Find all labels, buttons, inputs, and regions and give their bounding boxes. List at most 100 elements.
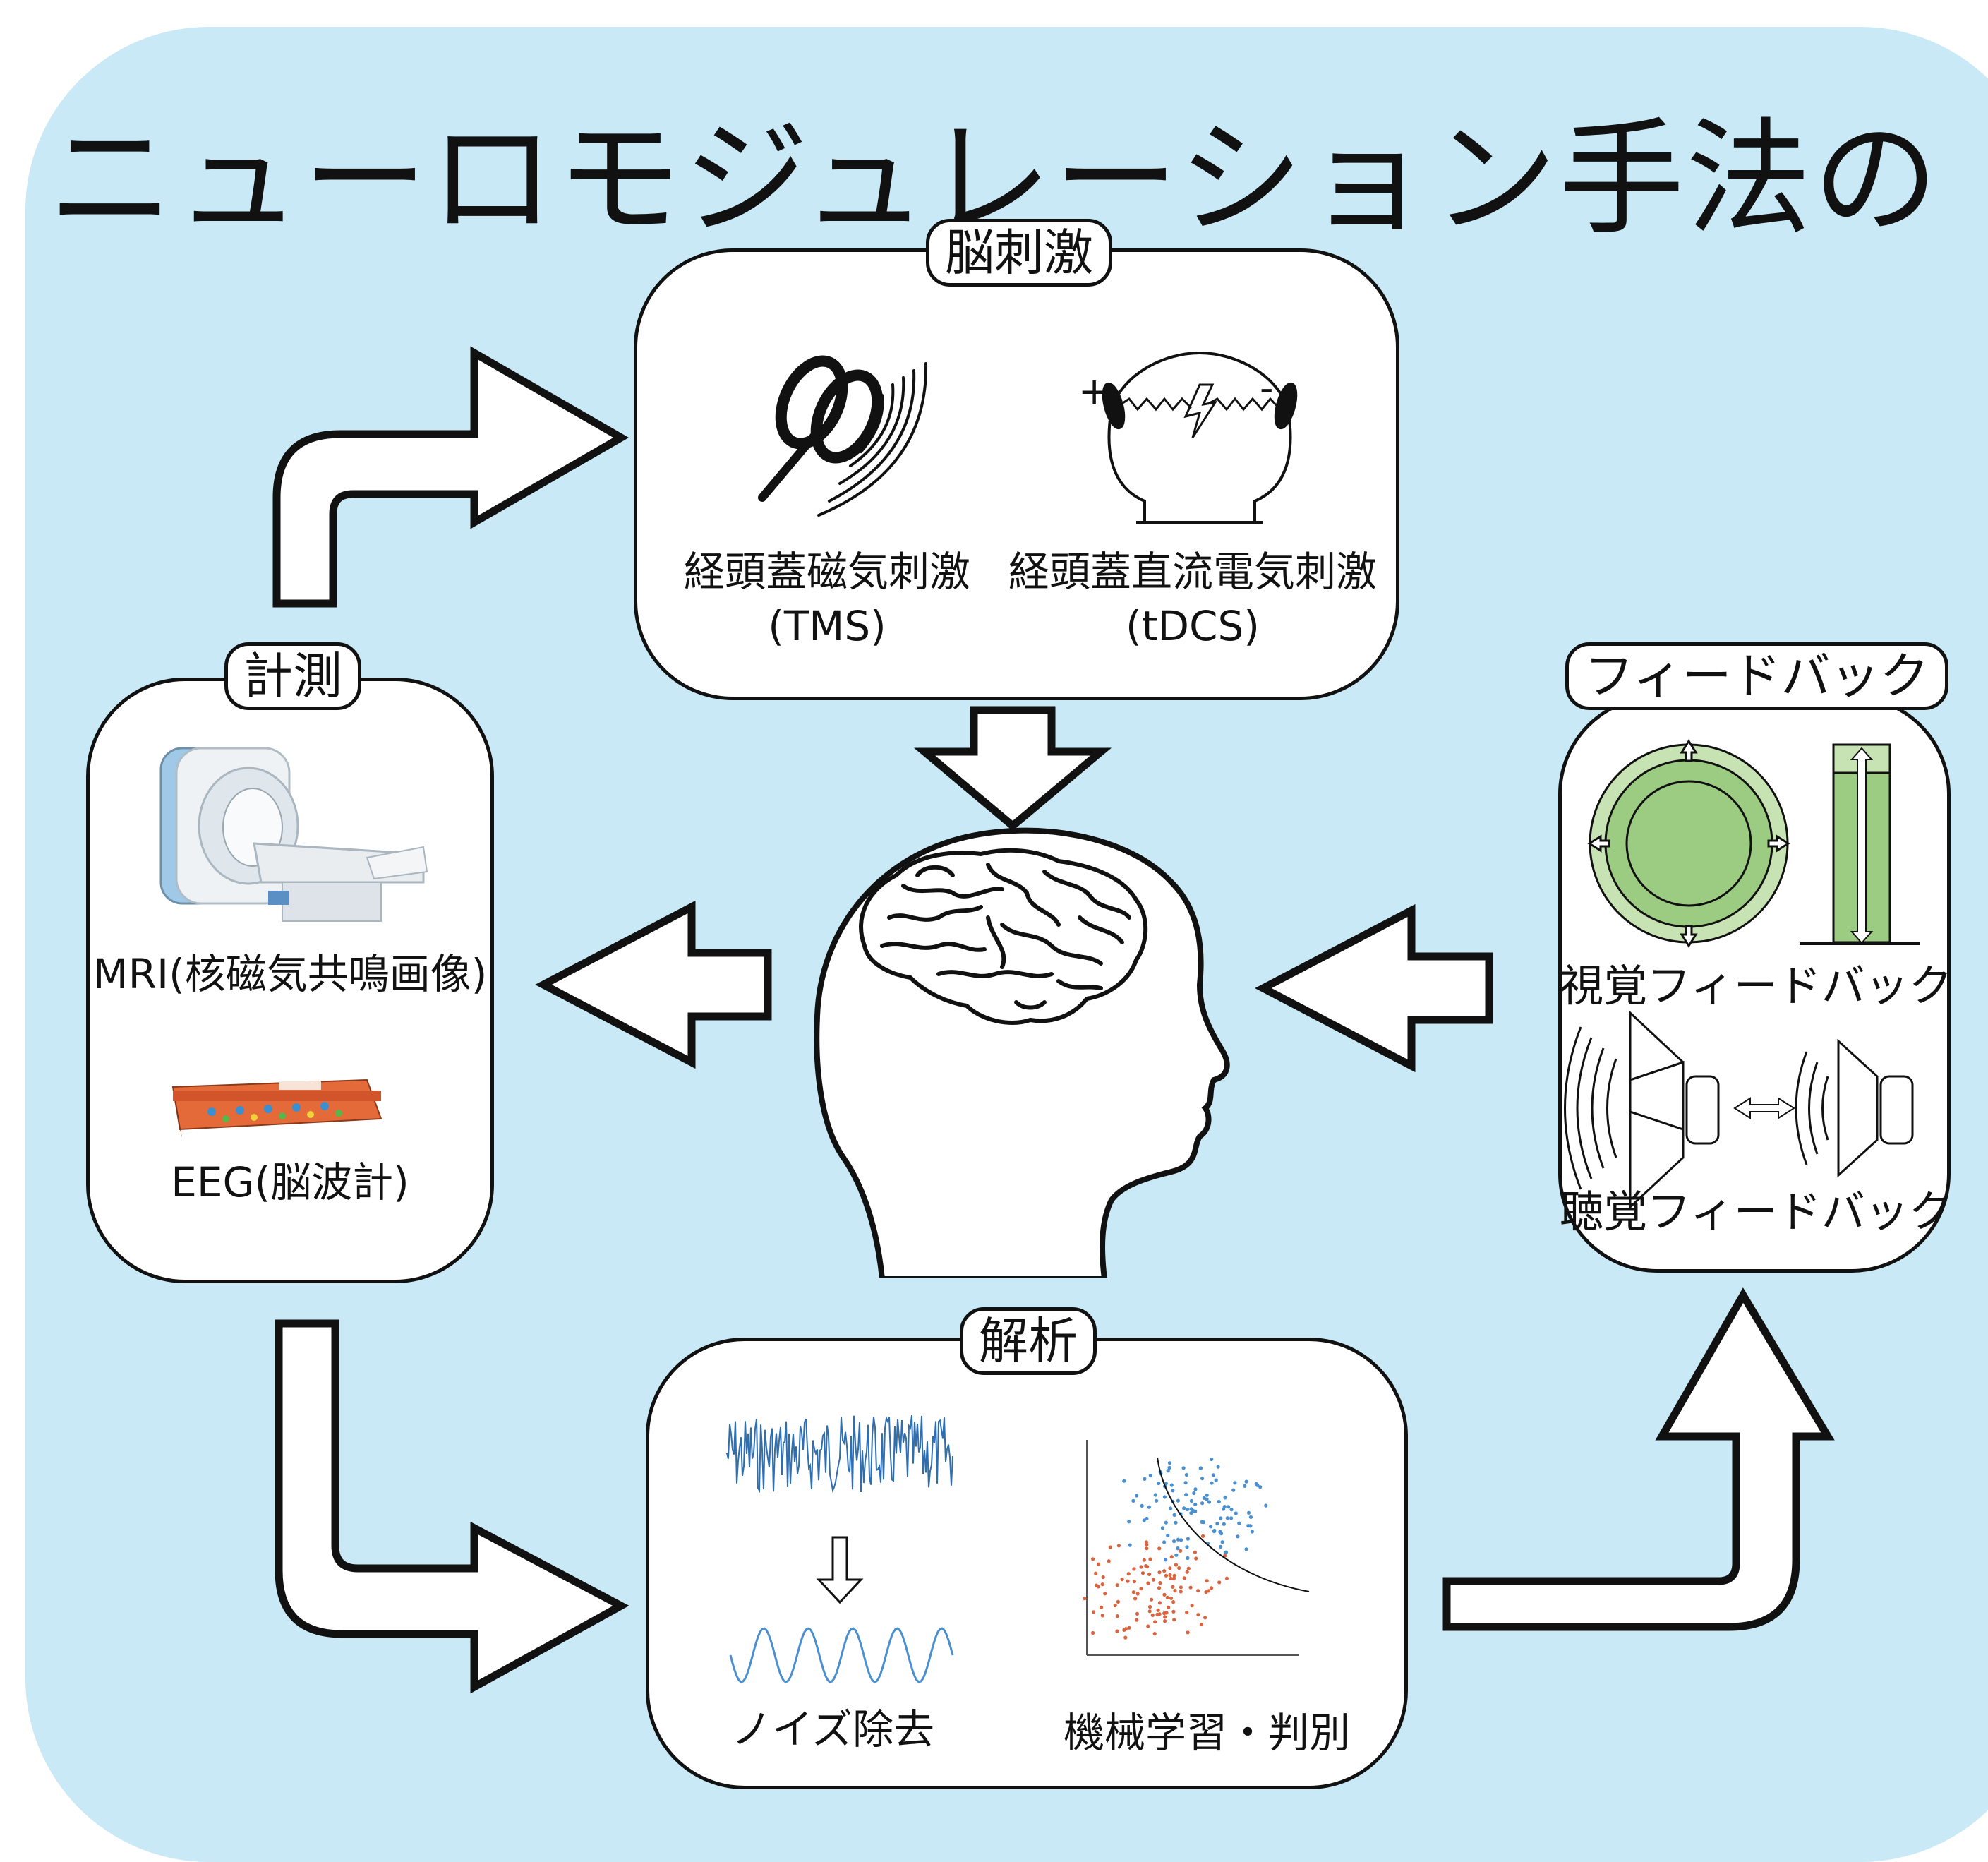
- mri-scanner-icon: [159, 747, 428, 922]
- scatter-point-red: [1108, 1545, 1112, 1549]
- scatter-point-red: [1205, 1579, 1209, 1583]
- scatter-point-blue: [1162, 1540, 1167, 1544]
- cathode-sign: -: [1260, 366, 1274, 410]
- scatter-point-red: [1150, 1597, 1154, 1602]
- scatter-point-blue: [1200, 1477, 1205, 1481]
- scatter-point-red: [1157, 1570, 1162, 1575]
- scatter-point-blue: [1155, 1498, 1159, 1503]
- scatter-point-red: [1150, 1613, 1155, 1617]
- tdcs-label: 経頭蓋直流電気刺激: [1008, 548, 1377, 596]
- scatter-point-red: [1122, 1628, 1126, 1632]
- scatter-point-red: [1203, 1616, 1207, 1620]
- scatter-point-red: [1167, 1605, 1171, 1609]
- scatter-point-red: [1132, 1580, 1136, 1584]
- scatter-point-blue: [1258, 1485, 1263, 1489]
- scatter-point-blue: [1172, 1513, 1176, 1517]
- scatter-point-blue: [1184, 1472, 1188, 1477]
- scatter-point-blue: [1207, 1500, 1212, 1504]
- scatter-point-blue: [1174, 1520, 1178, 1525]
- scatter-point-blue: [1205, 1493, 1209, 1497]
- scatter-point-blue: [1167, 1461, 1172, 1465]
- scatter-point-blue: [1227, 1505, 1231, 1509]
- scatter-point-red: [1099, 1605, 1104, 1609]
- scatter-point-red: [1190, 1604, 1194, 1608]
- scatter-point-blue: [1171, 1489, 1175, 1493]
- scatter-point-blue: [1264, 1503, 1268, 1508]
- scatter-point-red: [1091, 1630, 1095, 1635]
- scatter-point-blue: [1183, 1481, 1188, 1485]
- scatter-point-red: [1209, 1586, 1214, 1590]
- scatter-point-red: [1140, 1571, 1145, 1575]
- scatter-point-red: [1151, 1578, 1155, 1582]
- scatter-point-red: [1100, 1582, 1104, 1587]
- scatter-point-blue: [1225, 1516, 1229, 1520]
- scatter-point-blue: [1164, 1520, 1168, 1525]
- scatter-point-blue: [1193, 1502, 1198, 1506]
- scatter-point-red: [1169, 1555, 1174, 1559]
- anode-sign: +: [1078, 369, 1111, 414]
- scatter-point-blue: [1182, 1506, 1186, 1510]
- scatter-point-red: [1092, 1610, 1096, 1614]
- scatter-point-blue: [1186, 1556, 1190, 1561]
- scatter-point-blue: [1143, 1477, 1147, 1481]
- scatter-point-red: [1147, 1604, 1152, 1609]
- scatter-point-red: [1177, 1566, 1181, 1570]
- brain-icon: [859, 848, 1148, 1025]
- scatter-point-red: [1101, 1575, 1105, 1580]
- scatter-point-red: [1201, 1534, 1205, 1538]
- scatter-point-blue: [1176, 1546, 1180, 1551]
- scatter-point-blue: [1209, 1525, 1213, 1529]
- scatter-point-red: [1132, 1567, 1136, 1571]
- scatter-point-red: [1168, 1573, 1172, 1577]
- analysis-tag: 解析: [960, 1307, 1097, 1375]
- scatter-point-red: [1163, 1619, 1167, 1623]
- scatter-point-red: [1193, 1550, 1197, 1554]
- scatter-point-red: [1144, 1540, 1149, 1544]
- tms-coil-icon: [758, 355, 928, 517]
- scatter-point-red: [1185, 1610, 1189, 1615]
- eeg-amplifier-icon: [171, 1079, 382, 1138]
- scatter-point-red: [1147, 1609, 1152, 1614]
- scatter-point-red: [1135, 1611, 1140, 1616]
- scatter-point-red: [1126, 1579, 1130, 1583]
- scatter-point-blue: [1231, 1488, 1236, 1492]
- scatter-point-blue: [1179, 1538, 1183, 1542]
- scatter-point-red: [1196, 1613, 1200, 1617]
- scatter-point-blue: [1237, 1521, 1241, 1525]
- scatter-point-blue: [1219, 1516, 1223, 1520]
- scatter-point-red: [1186, 1630, 1190, 1635]
- scatter-point-blue: [1153, 1493, 1157, 1497]
- scatter-point-red: [1162, 1569, 1167, 1573]
- scatter-point-red: [1224, 1576, 1229, 1580]
- scatter-point-red: [1194, 1556, 1198, 1561]
- scatter-point-red: [1171, 1576, 1176, 1580]
- scatter-point-blue: [1250, 1530, 1254, 1534]
- scatter-point-blue: [1244, 1479, 1248, 1484]
- scatter-point-blue: [1135, 1494, 1139, 1498]
- arrow-stimulus-to-brain: [913, 706, 1112, 831]
- scatter-point-blue: [1255, 1483, 1260, 1487]
- scatter-point-red: [1145, 1565, 1150, 1569]
- scatter-point-red: [1107, 1559, 1111, 1563]
- scatter-point-red: [1127, 1626, 1131, 1630]
- scatter-point-blue: [1176, 1498, 1180, 1503]
- scatter-point-red: [1217, 1580, 1222, 1585]
- scatter-point-blue: [1164, 1558, 1168, 1562]
- denoise-arrow-icon: [816, 1536, 864, 1604]
- clean-signal-icon: [729, 1627, 954, 1683]
- scatter-point-red: [1157, 1546, 1162, 1551]
- scatter-point-blue: [1246, 1510, 1251, 1515]
- arrow-measure-to-stimulus: [272, 346, 629, 608]
- scatter-point-red: [1146, 1581, 1150, 1585]
- scatter-point-blue: [1193, 1509, 1198, 1513]
- scatter-point-blue: [1186, 1537, 1190, 1541]
- scatter-point-red: [1158, 1581, 1162, 1585]
- scatter-point-blue: [1202, 1496, 1206, 1500]
- scatter-point-blue: [1214, 1478, 1218, 1482]
- scatter-point-red: [1157, 1612, 1162, 1616]
- stimulation-panel: [634, 248, 1399, 700]
- scatter-point-blue: [1200, 1520, 1204, 1524]
- visual-feedback-label: 視覚フィードバック: [1560, 960, 1953, 1011]
- noisy-signal-icon: [726, 1414, 953, 1494]
- scatter-point-red: [1199, 1622, 1203, 1627]
